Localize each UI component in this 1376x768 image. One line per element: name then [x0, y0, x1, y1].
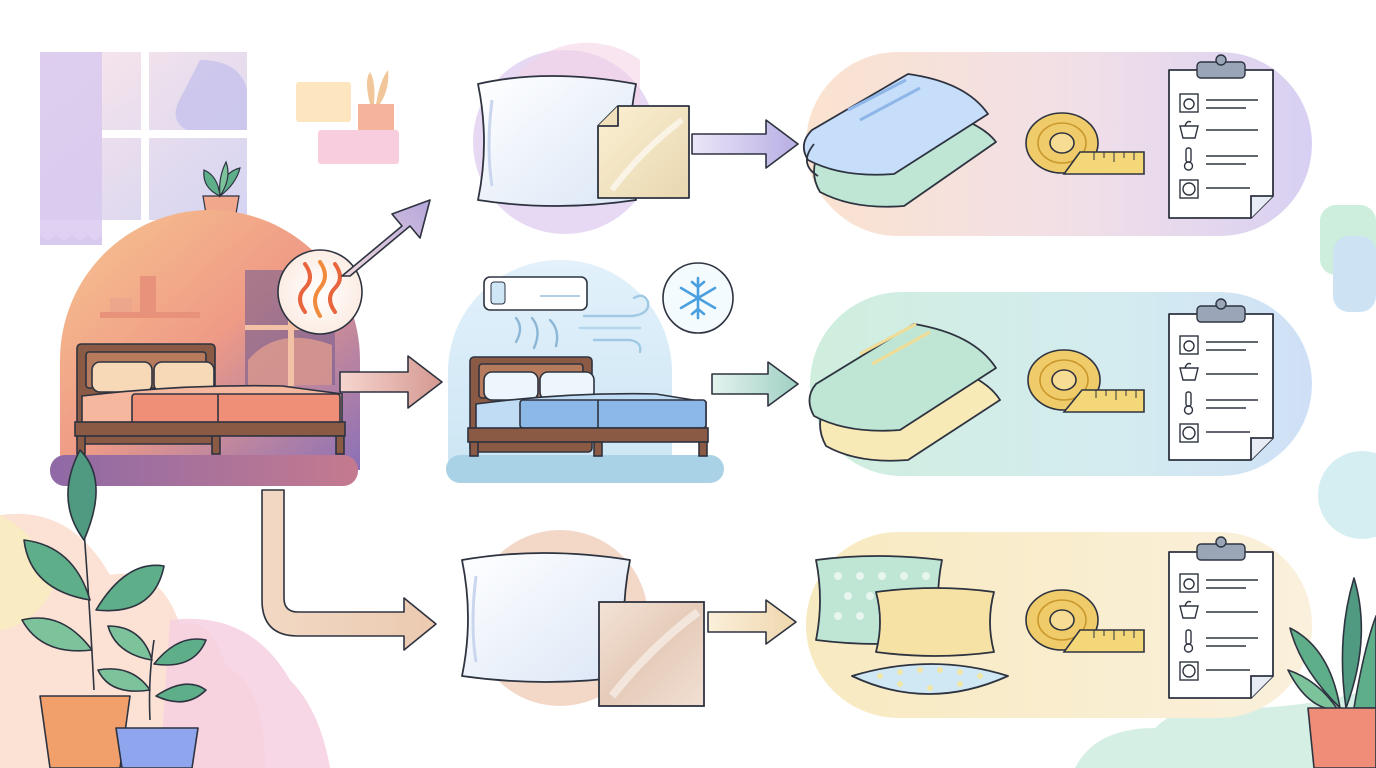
potted-plant-left-icon — [21, 449, 207, 768]
measuring-tape-icon — [1025, 112, 1145, 175]
tumble-dry-symbol — [1179, 179, 1199, 199]
care-checklist-icon — [1168, 298, 1274, 461]
temperature-symbol — [1183, 391, 1194, 415]
hand-wash-symbol — [1179, 120, 1199, 139]
care-checklist-icon — [1168, 54, 1274, 219]
arrow-to-cool-bedroom — [339, 355, 443, 409]
right-decor — [1075, 205, 1376, 768]
wall-shelf-decor — [296, 70, 399, 164]
window-decor — [40, 52, 247, 245]
washing-machine-symbol — [1179, 573, 1199, 593]
pillow-stack-icon — [815, 555, 1009, 695]
care-checklist-icon — [1168, 536, 1274, 699]
airflow-icon — [514, 294, 650, 354]
folded-sheet-icon — [808, 322, 1001, 462]
temperature-symbol — [1183, 147, 1194, 171]
temperature-symbol — [1183, 629, 1194, 653]
tumble-dry-symbol — [1179, 423, 1199, 443]
air-conditioner-icon — [483, 276, 588, 311]
tumble-dry-symbol — [1179, 661, 1199, 681]
arrow-to-satin-pillowcase — [261, 489, 437, 651]
washing-machine-symbol — [1179, 93, 1199, 113]
pillow-icon — [477, 75, 637, 207]
hand-wash-symbol — [1179, 362, 1199, 381]
folded-sheet-icon — [802, 73, 997, 208]
bed-icon — [467, 356, 709, 457]
satin-fabric-icon — [598, 601, 705, 707]
potted-plant-right-icon — [1287, 577, 1376, 768]
silk-fabric-icon — [597, 105, 690, 199]
measuring-tape-icon — [1025, 589, 1145, 653]
measuring-tape-icon — [1027, 349, 1145, 413]
warm-bed-icon — [74, 343, 346, 455]
arrow-to-silk-pillowcase — [341, 199, 431, 277]
arrow-to-result-3 — [707, 599, 797, 645]
washing-machine-symbol — [1179, 335, 1199, 355]
snowflake-icon — [662, 262, 734, 334]
heat-waves-icon — [277, 249, 363, 335]
arrow-to-result-1 — [691, 119, 799, 169]
hand-wash-symbol — [1179, 600, 1199, 619]
arrow-to-result-2 — [711, 361, 799, 407]
